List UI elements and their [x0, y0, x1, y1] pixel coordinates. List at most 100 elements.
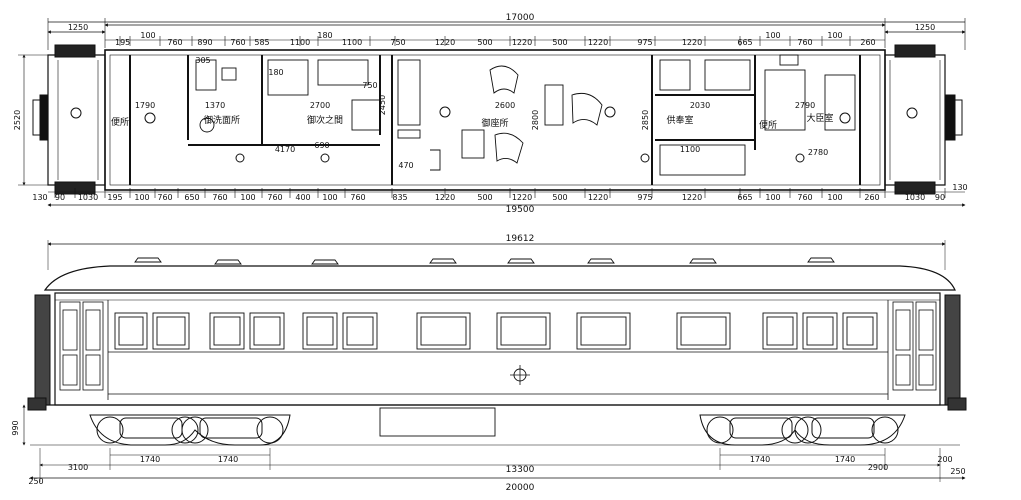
- plan-end-right-label: 1250: [915, 23, 935, 32]
- plan-interior-dim: 750: [362, 81, 377, 90]
- plan-top-dim: 665: [737, 38, 752, 47]
- plan-bottom-dim: 975: [637, 193, 652, 202]
- plan-side-dim: 2520: [13, 110, 22, 130]
- elevation-labels: 19612 1740 1740 1740 1740 3100 2900 1330…: [11, 234, 966, 493]
- plan-top-dim: 750: [390, 38, 405, 47]
- plan-bottom-dim: 760: [212, 193, 227, 202]
- plan-bottom-dim: 130: [32, 193, 47, 202]
- plan-top-dim: 1100: [290, 38, 310, 47]
- plan-top-dim: 975: [637, 38, 652, 47]
- bogie-wheelbase-label: 1740: [218, 455, 238, 464]
- plan-bottom-dim: 1220: [588, 193, 608, 202]
- plan-bottom-dim: 130: [952, 183, 967, 192]
- bogie-centre-span-label: 13300: [506, 465, 535, 475]
- plan-top-dim: 260: [860, 38, 875, 47]
- plan-top-dim: 1100: [342, 38, 362, 47]
- plan-interior-dim: 690: [314, 141, 329, 150]
- plan-bottom-ticks: [54, 188, 946, 198]
- plan-partitions: [129, 55, 861, 185]
- plan-top-dim: 100: [765, 31, 780, 40]
- room-label-saloon: 御座所: [481, 117, 508, 129]
- overall-length-label: 20000: [506, 483, 535, 493]
- plan-bottom-dim: 1030: [78, 193, 98, 202]
- room-label-chamberlain: 供奉室: [666, 114, 693, 126]
- plan-interior-dim: 1790: [135, 101, 155, 110]
- plan-end-left-label: 1250: [68, 23, 88, 32]
- plan-bottom-dim: 650: [184, 193, 199, 202]
- plan-top-ticks: [47, 18, 966, 50]
- bogie-wheelbase-label: 1740: [835, 455, 855, 464]
- plan-top-dim: 100: [827, 31, 842, 40]
- plan-top-dim: 1220: [588, 38, 608, 47]
- plan-bottom-dim: 260: [864, 193, 879, 202]
- plan-view: [18, 18, 966, 207]
- plan-interior-dim: 2600: [495, 101, 515, 110]
- room-label-officials: 大臣室: [806, 112, 833, 124]
- small-dim-label: 200: [937, 455, 952, 464]
- room-label-attendant: 御次之間: [307, 114, 343, 126]
- plan-top-dim: 1220: [682, 38, 702, 47]
- plan-bottom-dim: 835: [392, 193, 407, 202]
- plan-bottom-dim: 400: [295, 193, 310, 202]
- plan-bottom-dim: 100: [240, 193, 255, 202]
- plan-bottom-dim: 760: [797, 193, 812, 202]
- plan-bottom-dim: 500: [552, 193, 567, 202]
- bogie-right: [699, 414, 906, 446]
- plan-side-dim: 2850: [641, 110, 650, 130]
- plan-top-dim: 1220: [435, 38, 455, 47]
- plan-bottom-dim: 500: [477, 193, 492, 202]
- plan-side-dim: 2800: [531, 110, 540, 130]
- plan-interior-dim: 2030: [690, 101, 710, 110]
- height-dim-label: 990: [11, 420, 20, 435]
- plan-top-dim: 180: [317, 31, 332, 40]
- side-elevation: [22, 240, 967, 482]
- plan-top-dim: 760: [230, 38, 245, 47]
- bogie-wheelbase-label: 1740: [750, 455, 770, 464]
- plan-side-dim: 2450: [378, 95, 387, 115]
- plan-bottom-dim: 665: [737, 193, 752, 202]
- plan-top-dim: 760: [797, 38, 812, 47]
- roof-ventilators: [134, 257, 835, 265]
- plan-top-dim: 500: [477, 38, 492, 47]
- plan-bottom-dim: 90: [55, 193, 65, 202]
- plan-interior-dim: 2780: [808, 148, 828, 157]
- left-offset-label: 3100: [68, 463, 88, 472]
- plan-bottom-dim: 100: [827, 193, 842, 202]
- room-label-washroom: 御洗面所: [204, 114, 240, 126]
- plan-interior-dim: 1370: [205, 101, 225, 110]
- plan-top-dim: 760: [167, 38, 182, 47]
- plan-interior-dim: 2700: [310, 101, 330, 110]
- plan-bottom-dim: 1220: [512, 193, 532, 202]
- plan-bottom-dim: 760: [157, 193, 172, 202]
- plan-bottom-dim: 1220: [435, 193, 455, 202]
- end-left-label: 250: [28, 477, 43, 486]
- plan-labels: 17000 1250 1250 195 100 760 890 760 585 …: [13, 13, 968, 215]
- plan-bottom-dim: 1220: [682, 193, 702, 202]
- plan-bottom-dim: 100: [765, 193, 780, 202]
- plan-bottom-dim: 1030: [905, 193, 925, 202]
- plan-top-dim: 100: [140, 31, 155, 40]
- end-right-label: 250: [950, 467, 965, 476]
- plan-bottom-dim: 100: [134, 193, 149, 202]
- plan-interior-dim: 470: [398, 161, 413, 170]
- end-doors: [59, 301, 937, 391]
- plan-bottom-dim: 195: [107, 193, 122, 202]
- plan-bottom-dim: 760: [267, 193, 282, 202]
- windows: [114, 312, 878, 350]
- plan-top-dim: 890: [197, 38, 212, 47]
- bogie-left: [89, 414, 291, 446]
- plan-interior-dim: 305: [195, 56, 210, 65]
- elevation-length-label: 19612: [506, 234, 535, 244]
- plan-overall-width-label: 19500: [506, 205, 535, 215]
- room-label-toilet-right: 便所: [759, 119, 777, 131]
- plan-top-dim: 195: [115, 38, 130, 47]
- bogie-wheelbase-label: 1740: [140, 455, 160, 464]
- plan-bottom-dim: 100: [322, 193, 337, 202]
- plan-interior-dim: 2790: [795, 101, 815, 110]
- plan-top-dim: 500: [552, 38, 567, 47]
- plan-interior-dim: 1100: [680, 145, 700, 154]
- plan-top-dim: 1220: [512, 38, 532, 47]
- room-label-toilet-left: 便所: [111, 116, 129, 128]
- plan-interior-dim: 180: [268, 68, 283, 77]
